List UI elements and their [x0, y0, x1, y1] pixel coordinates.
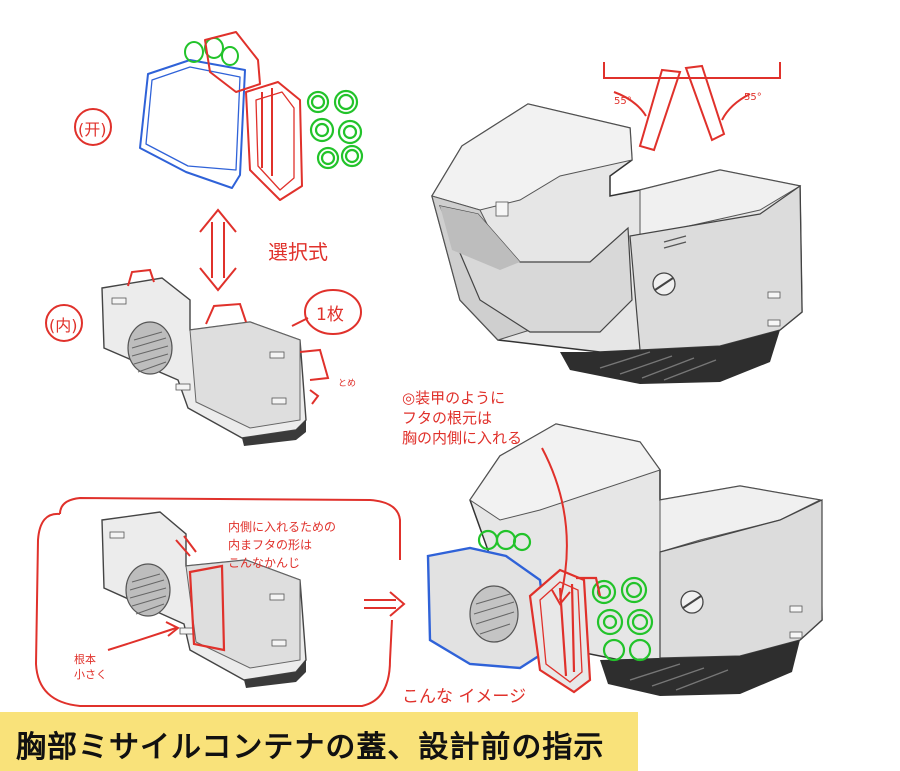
base-pointer-arrow [107, 627, 177, 651]
composite-render [426, 423, 823, 696]
composite-red-hatch [528, 568, 602, 694]
option-b-circle [45, 304, 83, 342]
blue-lid-outline [139, 59, 246, 189]
open-variant-sketch [139, 31, 364, 201]
closed-panel-render [101, 277, 307, 446]
selection-label: 選択式 [268, 240, 328, 264]
red-frame-outline [34, 496, 401, 707]
instruction-note: ◎装甲のように フタの根元は 胸の内側に入れる [402, 389, 523, 447]
inner-hatch-render [101, 511, 307, 688]
option-b-label: (内) [49, 316, 78, 335]
instruction-arrow [541, 447, 568, 601]
hinge-tabs-sketch [127, 268, 330, 405]
option-a-label: (开) [78, 120, 107, 139]
option-a-circle [74, 108, 112, 146]
caption-title: 胸部ミサイルコンテナの蓋、設計前の指示 [16, 730, 605, 765]
inner-hatch-note: 内側に入れるための 内まフタの形は こんなかんじ [228, 520, 337, 570]
transition-arrow [364, 591, 406, 617]
base-small-note: 根本 小さく [74, 653, 107, 681]
angle-right-label: 55° [744, 92, 762, 103]
green-top-tubes [184, 37, 239, 66]
selection-double-arrow [199, 208, 237, 292]
one-piece-label: 1枚 [316, 305, 344, 325]
image-note: こんな イメージ [402, 687, 527, 707]
red-hatch-open [204, 31, 303, 201]
one-piece-bubble [291, 289, 362, 335]
composite-green-tubes [477, 529, 654, 662]
angle-left-label: 55° [614, 96, 632, 107]
hinge-label: とめ [338, 379, 357, 389]
green-missile-tubes [306, 89, 364, 170]
vent-grille [127, 321, 173, 375]
chest-container-render [431, 103, 803, 384]
angle-diagram [603, 62, 781, 152]
caption-bar: 胸部ミサイルコンテナの蓋、設計前の指示 [0, 712, 638, 771]
